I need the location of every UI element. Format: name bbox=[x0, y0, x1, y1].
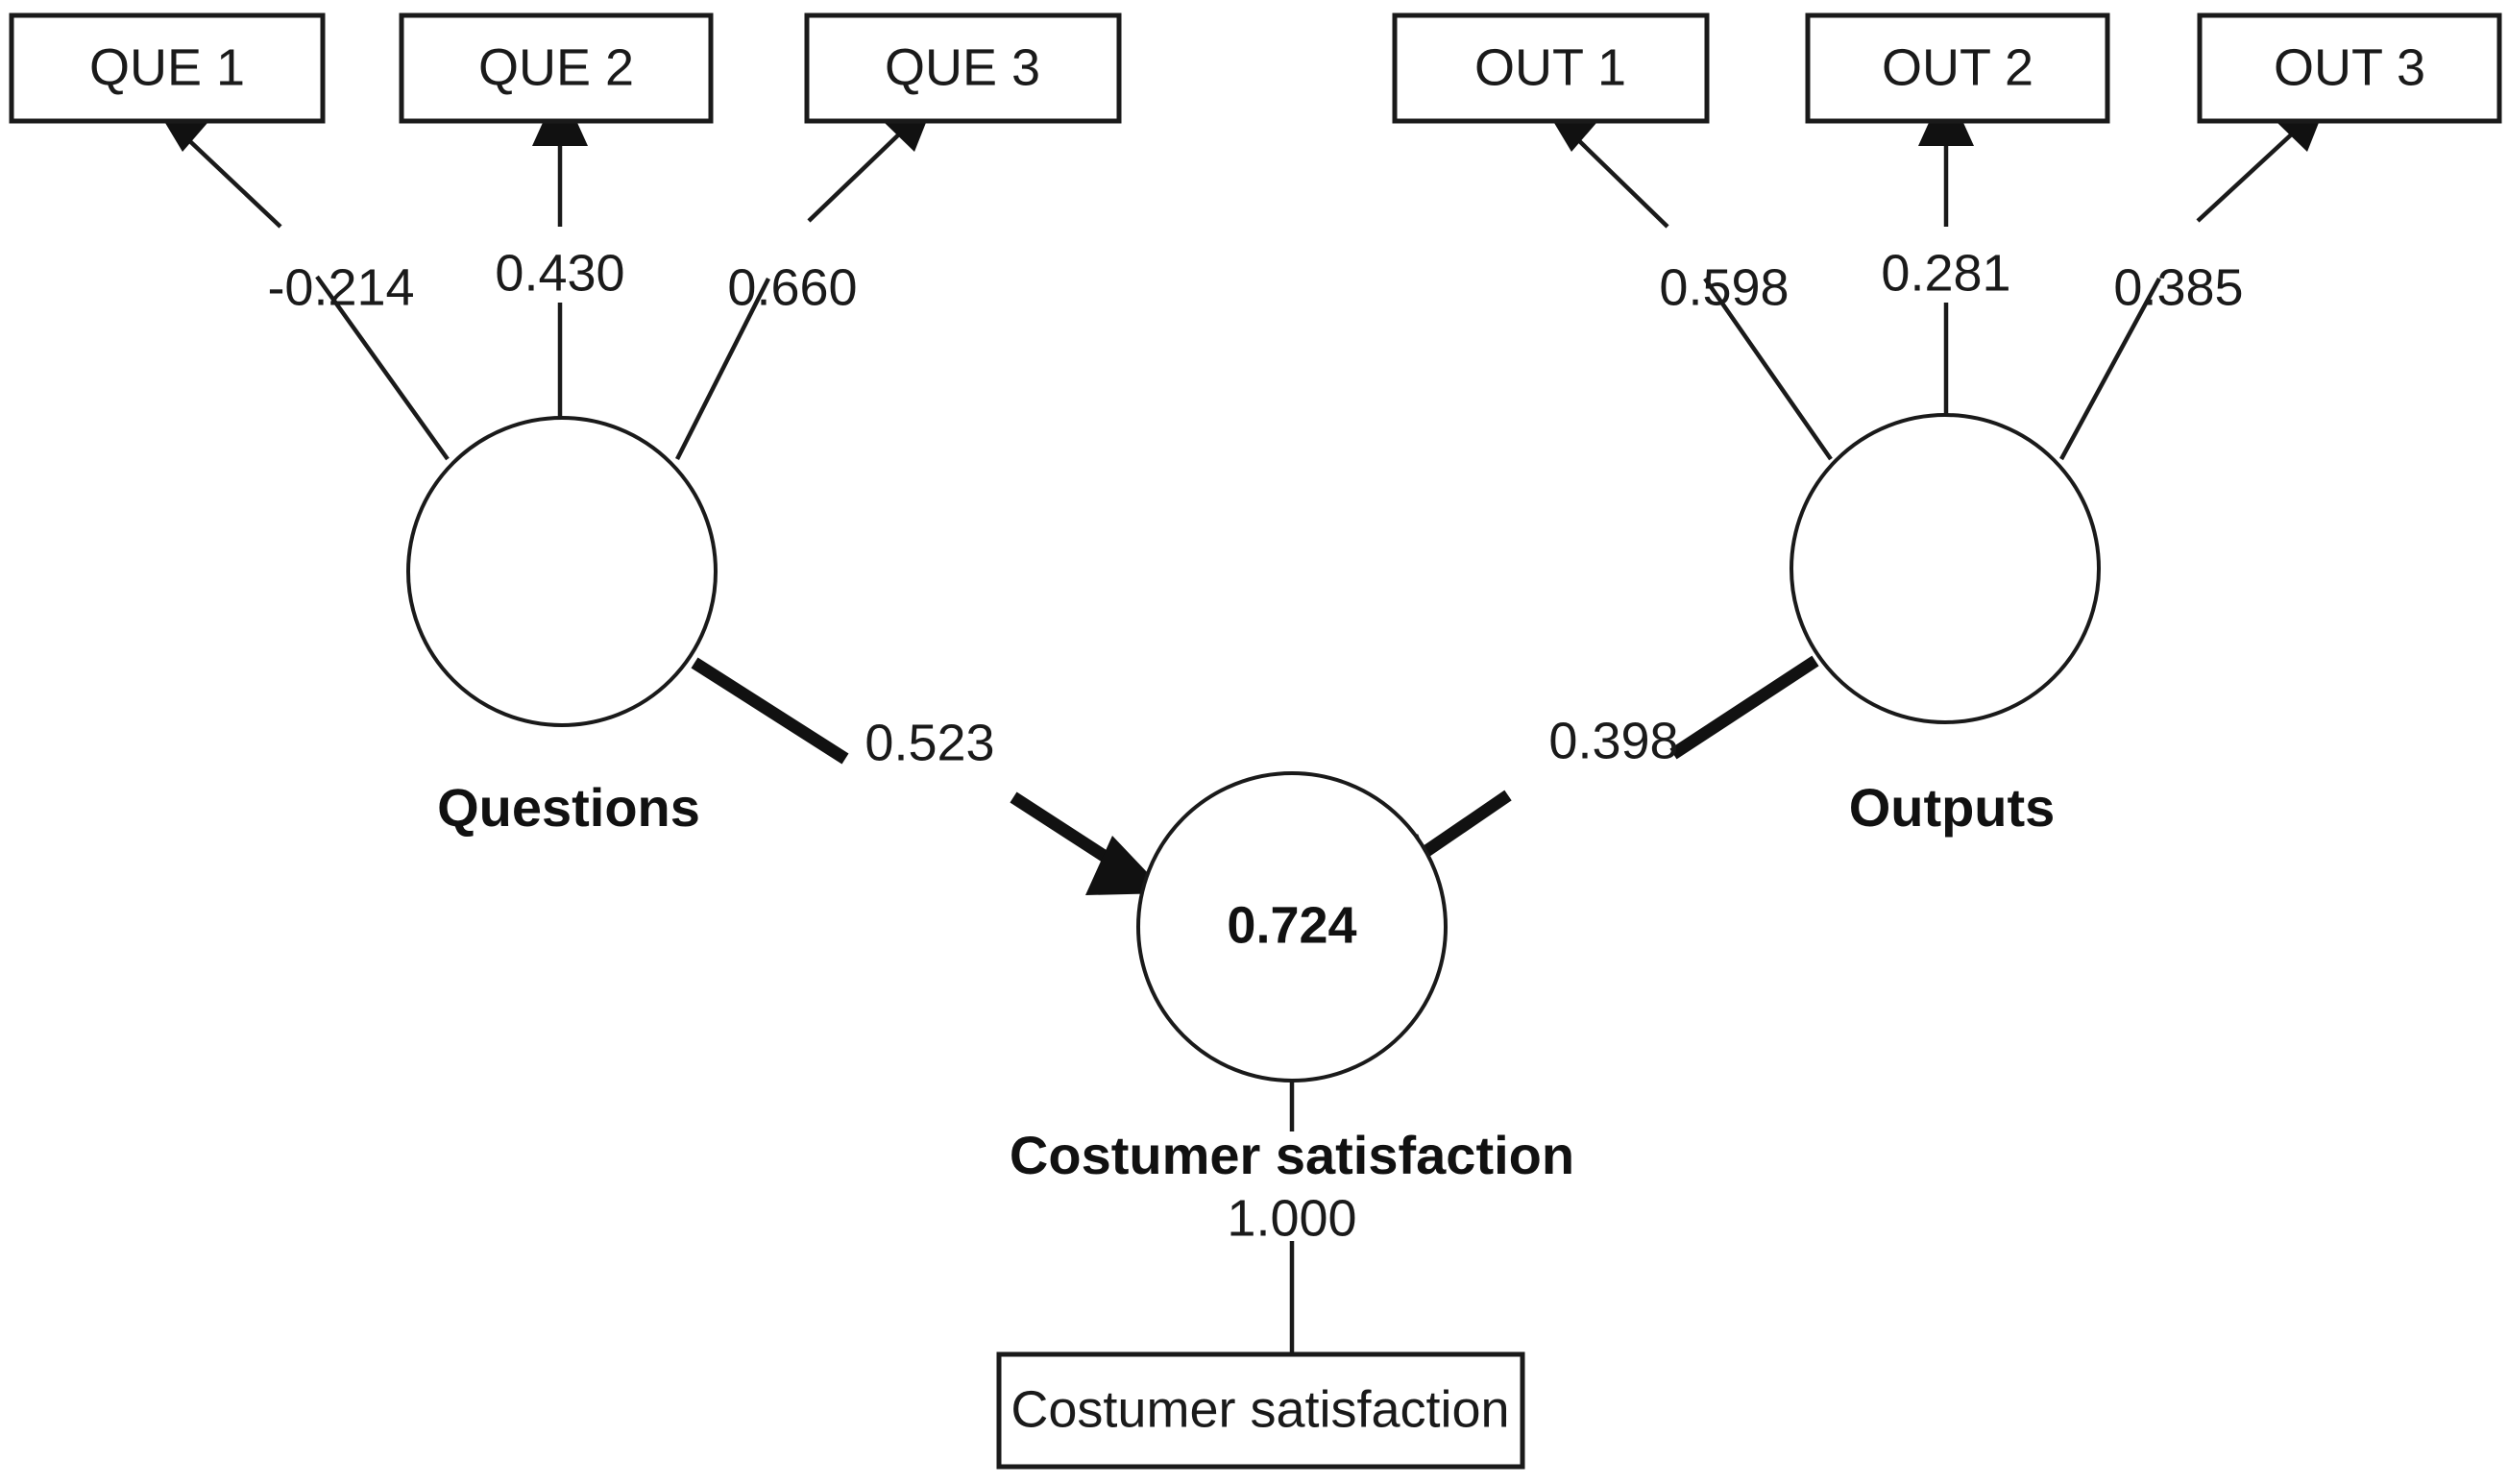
edge-line-questions-que1-upper bbox=[176, 128, 282, 229]
loading-label-que1: -0.214 bbox=[267, 258, 414, 316]
box-label-out1: OUT 1 bbox=[1474, 38, 1626, 96]
loading-label-out2: 0.281 bbox=[1881, 244, 2010, 302]
edge-line-outputs-out1-upper bbox=[1566, 128, 1669, 229]
box-label-que2: QUE 2 bbox=[478, 38, 634, 96]
construct-label-outputs: Outputs bbox=[1849, 777, 2056, 838]
construct-label-csat: Costumer satisfaction bbox=[1010, 1125, 1574, 1185]
box-rect-out1[interactable] bbox=[1392, 12, 1710, 124]
indicator-box-out3[interactable]: OUT 3 bbox=[2197, 12, 2502, 124]
loading-label-out1: 0.598 bbox=[1659, 258, 1789, 316]
box-label-out3: OUT 3 bbox=[2274, 38, 2425, 96]
edge-questions-csat bbox=[691, 657, 1167, 895]
loading-label-que3: 0.660 bbox=[727, 258, 857, 316]
edge-line-outputs-out3-upper bbox=[2196, 127, 2300, 223]
circle-outputs[interactable] bbox=[1790, 413, 2101, 724]
loading-label-out3: 0.385 bbox=[2113, 258, 2243, 316]
edge-line-questions-csat-left bbox=[691, 657, 849, 765]
box-rect-que1[interactable] bbox=[9, 12, 326, 124]
circle-questions[interactable] bbox=[406, 416, 718, 727]
box-label-out2: OUT 2 bbox=[1882, 38, 2033, 96]
r-squared-value-csat: 0.724 bbox=[1227, 896, 1356, 954]
construct-label-questions: Questions bbox=[437, 777, 700, 838]
indicator-box-csat[interactable]: Costumer satisfaction bbox=[996, 1351, 1525, 1470]
box-rect-out2[interactable] bbox=[1805, 12, 2110, 124]
edge-line-questions-que3-lower bbox=[674, 277, 771, 461]
edge-line-questions-que1-lower bbox=[315, 275, 450, 461]
box-rect-out3[interactable] bbox=[2197, 12, 2502, 124]
construct-csat[interactable]: 0.724 bbox=[1136, 771, 1448, 1083]
edge-line-outputs-csat-left bbox=[1410, 790, 1512, 865]
circle-csat[interactable] bbox=[1136, 771, 1448, 1083]
box-label-que3: QUE 3 bbox=[885, 38, 1040, 96]
indicator-box-out2[interactable]: OUT 2 bbox=[1805, 12, 2110, 124]
box-label-csat: Costumer satisfaction bbox=[1011, 1380, 1509, 1438]
edge-line-outputs-out1-lower bbox=[1703, 277, 1833, 461]
path-label-questions-csat: 0.523 bbox=[864, 714, 994, 771]
indicator-box-que3[interactable]: QUE 3 bbox=[804, 12, 1122, 124]
box-rect-que2[interactable] bbox=[399, 12, 714, 124]
indicator-box-que2[interactable]: QUE 2 bbox=[399, 12, 714, 124]
path-label-outputs-csat: 0.398 bbox=[1548, 712, 1678, 769]
edge-line-questions-que3-upper bbox=[807, 127, 907, 223]
construct-questions[interactable] bbox=[406, 416, 718, 727]
box-rect-que3[interactable] bbox=[804, 12, 1122, 124]
box-rect-csat[interactable] bbox=[996, 1351, 1525, 1470]
box-label-que1: QUE 1 bbox=[89, 38, 245, 96]
loading-label-csat: 1.000 bbox=[1227, 1189, 1356, 1247]
indicator-box-que1[interactable]: QUE 1 bbox=[9, 12, 326, 124]
edge-line-questions-csat-right bbox=[1010, 791, 1118, 868]
loading-label-que2: 0.430 bbox=[495, 244, 624, 302]
edge-line-outputs-out3-lower bbox=[2059, 277, 2161, 461]
construct-outputs[interactable] bbox=[1790, 413, 2101, 724]
indicator-box-out1[interactable]: OUT 1 bbox=[1392, 12, 1710, 124]
edge-line-outputs-csat-right bbox=[1669, 655, 1819, 760]
